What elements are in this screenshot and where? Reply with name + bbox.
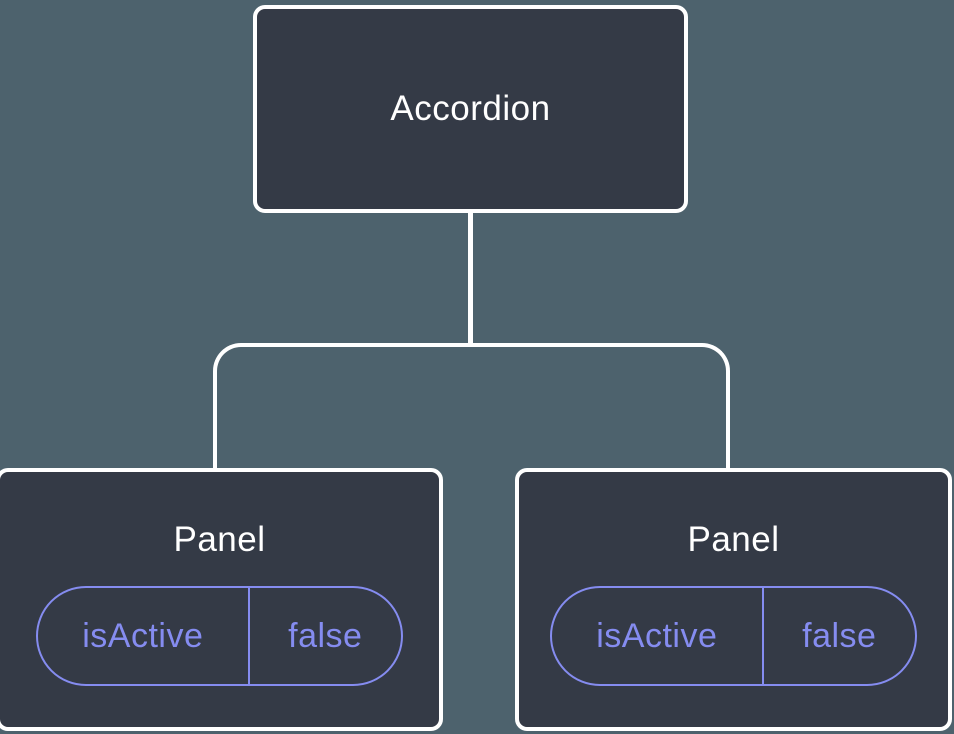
accordion-label: Accordion	[390, 89, 551, 128]
prop-value: false	[802, 616, 877, 655]
panel-node-right: Panel isActive false	[515, 468, 952, 731]
prop-name: isActive	[552, 588, 764, 684]
panel-right-prop-pill: isActive false	[550, 586, 917, 686]
panel-left-prop-pill: isActive false	[36, 586, 403, 686]
prop-name: isActive	[38, 588, 250, 684]
panel-left-label: Panel	[173, 520, 266, 559]
prop-value: false	[288, 616, 363, 655]
panel-node-left: Panel isActive false	[0, 468, 443, 731]
accordion-node: Accordion	[253, 5, 688, 213]
panel-right-label: Panel	[687, 520, 780, 559]
connector-stem	[468, 212, 473, 347]
connector-bracket	[213, 343, 730, 469]
